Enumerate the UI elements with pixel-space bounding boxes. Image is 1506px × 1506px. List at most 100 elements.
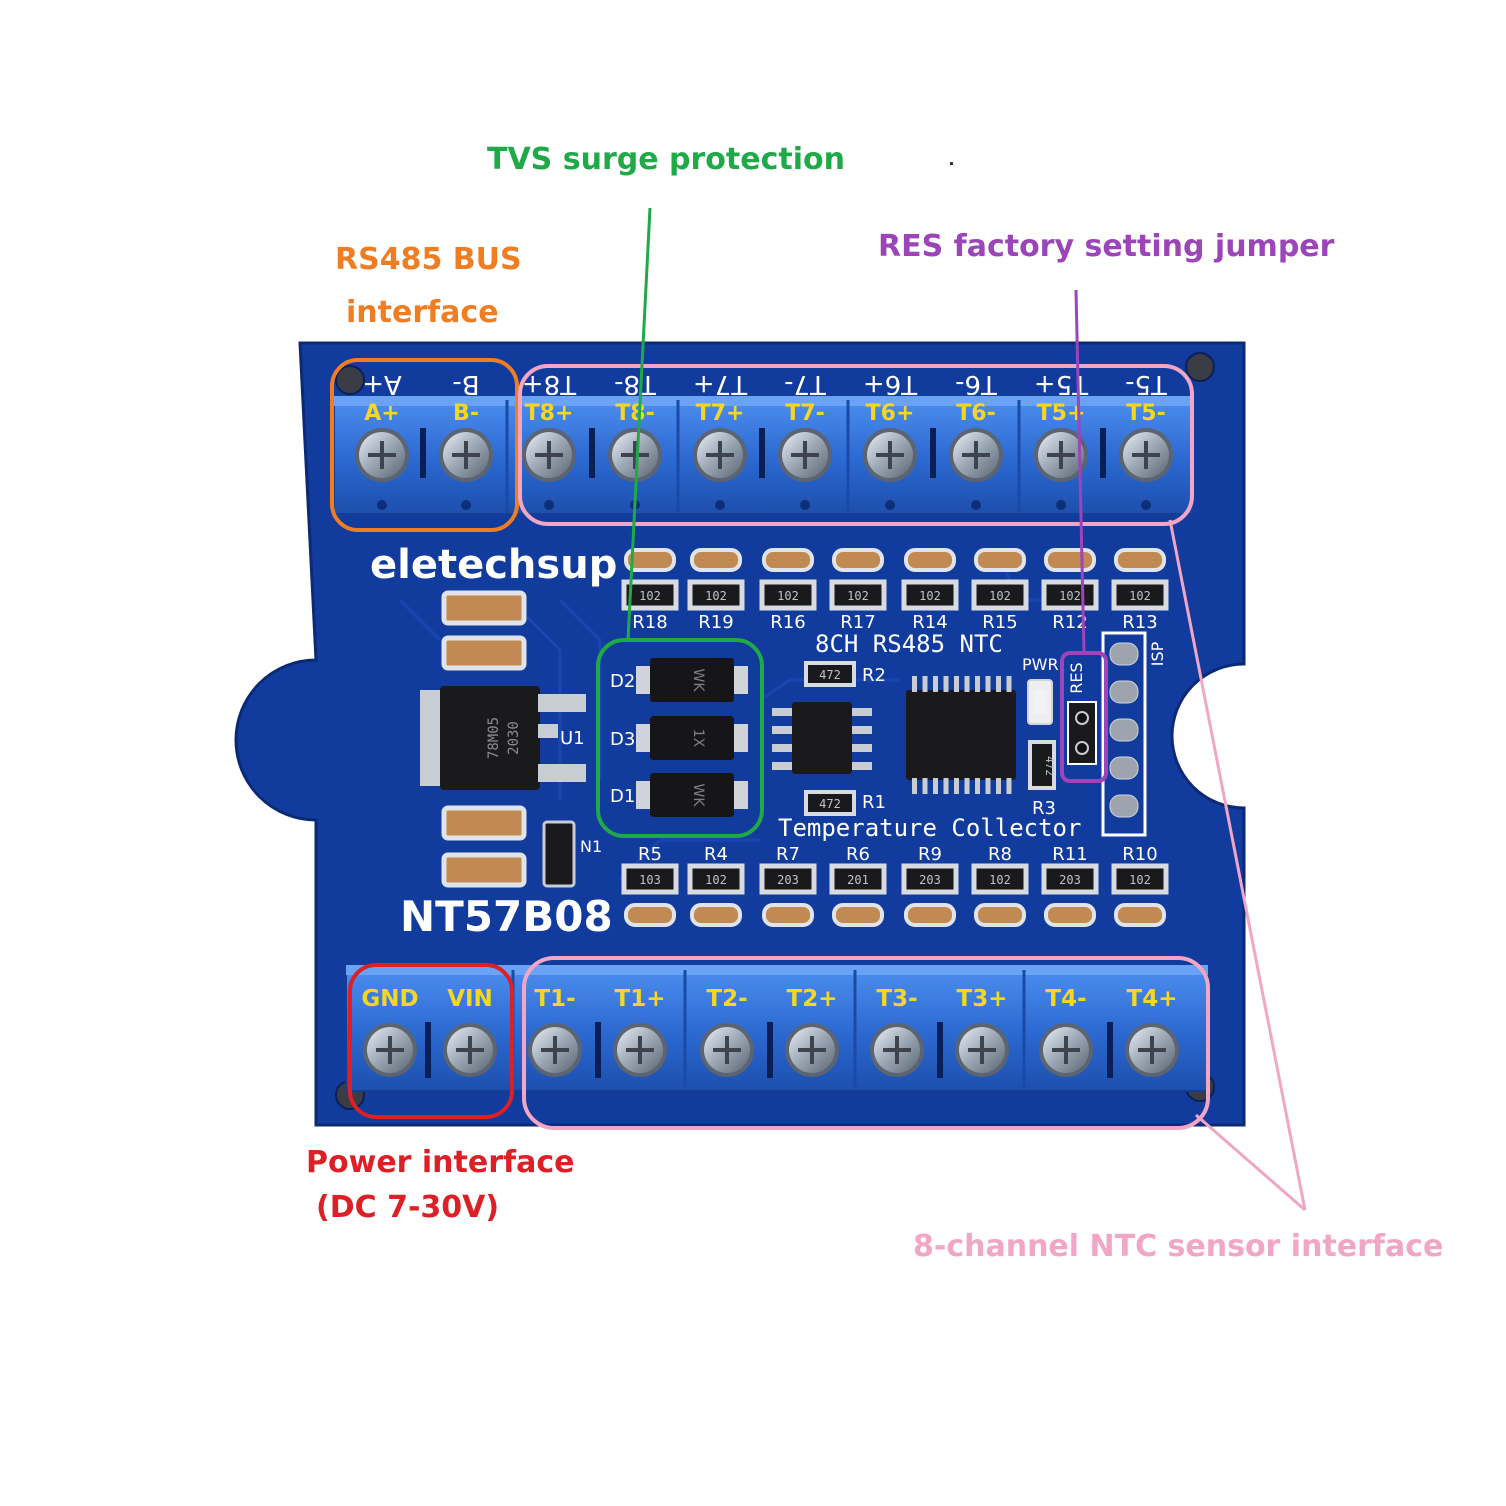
resistor-label: R9 [918,844,942,865]
resistor-code: 102 [1129,873,1151,887]
terminal-screw [528,1023,582,1077]
resistor [621,579,679,611]
rs485-highlight-box [330,358,519,532]
model-label: NT57B08 [400,892,613,941]
resistor-label: R7 [776,844,800,865]
mcu-pin [1006,676,1012,692]
resistor [759,863,817,895]
terminal-screw [700,1023,754,1077]
capacitor [762,548,814,572]
resistor [1041,579,1099,611]
pwr-label: PWR [1022,655,1059,674]
resistor-code: 102 [1129,589,1151,603]
diode-pad [730,666,748,694]
diode-pad [636,781,654,809]
mcu-pin [975,676,980,692]
ntc-leader-line-top [1168,519,1307,1211]
terminal-screw [949,428,1003,482]
tvs-highlight-box [596,638,764,838]
terminal-hole [800,500,810,510]
mcu-pin [922,778,928,794]
bottom-terminal-label: T4+ [1127,986,1178,1012]
capacitor [1114,548,1166,572]
bottom-terminal-label: VIN [447,986,493,1012]
capacitor [690,903,742,927]
mcu-chip [906,676,1016,794]
tvs-callout: TVS surge protection [487,142,845,177]
resistor-label: R18 [632,612,667,633]
n1-label: N1 [580,837,602,856]
power-highlight-box [348,963,514,1119]
resistor-label: R14 [912,612,947,633]
terminal-screw [1039,1023,1093,1077]
ntc-bottom-highlight-box [522,956,1210,1130]
resistor-code: 201 [847,873,869,887]
isp-header: ISP [1101,631,1167,837]
capacitor [1044,903,1096,927]
r2-label: R2 [862,665,886,686]
terminal-slot [589,428,595,478]
regulator-code: 2030 [506,721,522,755]
mcu-pin [912,676,917,692]
terminal-screw [613,1023,667,1077]
terminal-hole [377,500,387,510]
terminal-screw [778,428,832,482]
stray-dot [950,162,953,165]
top-terminal-label: T5- [1126,401,1165,426]
resistor-label: R16 [770,612,805,633]
terminal-hole [715,500,725,510]
terminal-screw [870,1023,924,1077]
terminal-slot [420,428,426,478]
terminal-screw [785,1023,839,1077]
resistor [687,863,745,895]
title-top-label: 8CH RS485 NTC [815,630,1003,658]
terminal-screw [363,1023,417,1077]
mcu-pin [922,676,928,692]
resistor-label: R6 [846,844,870,865]
resistor-code: 103 [639,873,661,887]
terminal-screw [693,428,747,482]
capacitors-left [441,590,527,888]
top-terminal-label: A+ [364,401,399,426]
terminal-slot [1100,428,1106,478]
diode-label: D3 [610,729,635,750]
resistor-r2: 472 R2 [804,661,886,687]
resistor-code: 102 [847,589,869,603]
mcu-pin [964,778,970,794]
resistor-code: 102 [989,873,1011,887]
rs485-chip [772,702,872,774]
resistor-code: 102 [1059,589,1081,603]
top-silk-label: T6- [955,369,998,399]
diode-body [650,716,734,760]
top-terminal-label: T8+ [525,401,574,426]
res-label: RES [1067,662,1086,693]
bottom-terminal-label: T3- [876,986,917,1012]
resistor-code: 203 [777,873,799,887]
top-silk-label: T5- [1125,369,1168,399]
capacitor [624,903,676,927]
resistor [829,863,887,895]
mcu-pin [996,676,1001,692]
bottom-terminal-label: T1+ [615,986,666,1012]
terminal-slot [595,1022,601,1078]
diode-label: D2 [610,671,635,692]
top-silk-label: T8- [614,369,657,399]
capacitor [904,548,956,572]
top-terminal-label: T6- [956,401,995,426]
res-leader-line [1074,289,1086,654]
terminal-slot [425,1022,431,1078]
mcu-pin [943,778,949,794]
resistor [901,579,959,611]
regulator-u1: 78M05 2030 U1 [420,686,586,790]
resistor [1111,863,1169,895]
resistor [829,579,887,611]
mcu-pin [943,676,949,692]
resistor [621,863,679,895]
capacitor [762,903,814,927]
mcu-pin [1006,778,1012,794]
terminal-slot [767,1022,773,1078]
power-callout-line1: Power interface [306,1145,575,1180]
top-silk-label: A+ [362,369,402,399]
